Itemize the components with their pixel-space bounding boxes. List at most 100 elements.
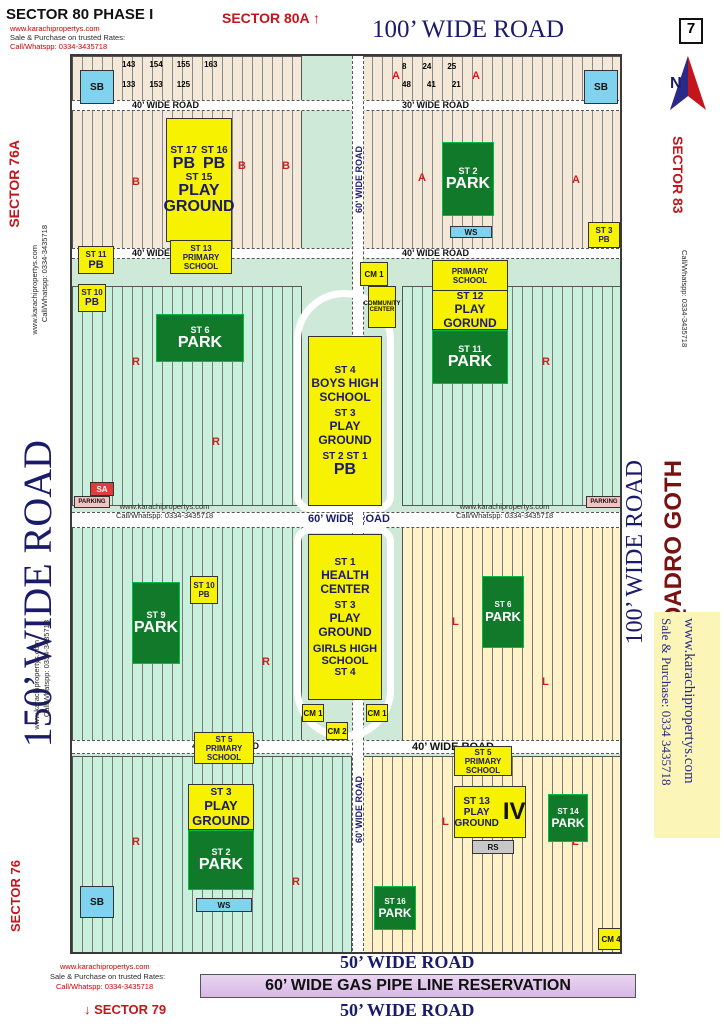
block-letter: R [292,876,300,888]
amenity-boys-high-school[interactable]: ST 4 BOYS HIGH SCHOOL ST 3 PLAY GROUND S… [308,336,382,506]
bottom-road-50-upper: 50’ WIDE ROAD [340,952,475,972]
mid-vertical-road-label-lower: 60’ WIDE ROAD [354,776,364,844]
sa-plot[interactable]: SA [90,482,114,496]
block-letter: B [132,176,140,188]
block-letter: B [238,160,246,172]
bottom-watermark-rates: Sale & Purchase on trusted Rates: [50,972,166,981]
bottom-road-50-lower: 50’ WIDE ROAD [340,1000,475,1020]
sheet-number: 7 [679,18,703,44]
right-watermark: Call/Whatspp: 0334-3435718 [680,250,689,348]
block-letter: R [132,836,140,848]
parking-right[interactable]: PARKING [586,496,620,508]
sb-plot-bottom-left[interactable]: SB [80,886,114,918]
promo-site[interactable]: www.karachipropertys.com [681,618,697,784]
promo-panel: www.karachipropertys.com Sale & Purchase… [654,612,720,838]
block-letter: R [542,356,550,368]
block-letter: R [212,436,220,448]
block-letter: B [282,160,290,172]
ws-plot-lower[interactable]: WS [196,898,252,912]
north-arrow-icon: N [666,54,710,114]
sector-76-label: SECTOR 76 [8,860,23,933]
block-letter: A [472,70,480,82]
cm4-plot[interactable]: CM 4 [598,928,620,950]
left-watermark-4: Call/Whatspp: 0334-3435718 [42,620,51,718]
sector-83-label: SECTOR 83 [670,136,686,214]
header-site[interactable]: www.karachipropertys.com [10,24,100,33]
block-letter: L [542,676,549,688]
sector-79-label: ↓ SECTOR 79 [84,1002,167,1017]
amenity-girls-high-school[interactable]: ST 1 HEALTH CENTER ST 3 PLAY GROUND GIRL… [308,534,382,700]
block-letter: R [132,356,140,368]
mid-vertical-road-label: 60’ WIDE ROAD [354,146,364,214]
sector-76a-label: SECTOR 76A [6,140,22,228]
header-title: SECTOR 80 PHASE I [6,6,154,23]
block-letter: A [392,70,400,82]
right-road-label: 100’ WIDE ROAD [622,460,648,645]
sb-plot-top-left[interactable]: SB [80,70,114,104]
cm1-plot-lower-left[interactable]: CM 1 [302,704,324,722]
block-letter: L [452,616,459,628]
top-road-label: 100’ WIDE ROAD [372,16,565,43]
block-letter: A [572,174,580,186]
left-watermark-2: Call/Whatspp: 0334-3435718 [40,225,49,323]
zone-low-left [72,526,302,746]
header-call: Call/Whatspp: 0334-3435718 [10,42,108,51]
cm1-plot-lower-right[interactable]: CM 1 [366,704,388,722]
sb-plot-top-right[interactable]: SB [584,70,618,104]
rs-plot[interactable]: RS [472,840,514,854]
tv-tower-icon: IV [502,798,526,825]
block-letter: L [442,816,449,828]
header-rates: Sale & Purchase on trusted Rates: [10,33,126,42]
arrow-down-icon: ↓ [84,1002,91,1017]
parking-left[interactable]: PARKING [74,496,110,508]
top-road: 100’ WIDE ROAD [70,10,660,54]
gas-pipeline-reservation: 60’ WIDE GAS PIPE LINE RESERVATION [200,974,636,998]
ws-plot[interactable]: WS [450,226,492,238]
cm1-plot[interactable]: CM 1 [360,262,388,286]
qadro-goth-label: QADRO GOTH [660,460,687,626]
arrow-up-icon: ↑ [313,10,321,26]
promo-sale: Sale & Purchase: 0334 3435718 [659,618,674,786]
sector-80a-label: SECTOR 80A ↑ [222,10,321,26]
block-letter: L [572,836,579,848]
community-center-plot[interactable]: COMMUNITY CENTER [364,286,401,328]
bottom-watermark-call: Call/Whatspp: 0334-3435718 [56,982,154,991]
block-letter: A [418,172,426,184]
cm2-plot-lower[interactable]: CM 2 [326,722,348,740]
left-watermark-3: www.karachipropertys.com [32,640,41,730]
block-letter: R [262,656,270,668]
bottom-watermark-site[interactable]: www.karachipropertys.com [60,962,150,971]
svg-text:N: N [670,75,682,92]
left-watermark-1: www.karachipropertys.com [30,245,39,335]
